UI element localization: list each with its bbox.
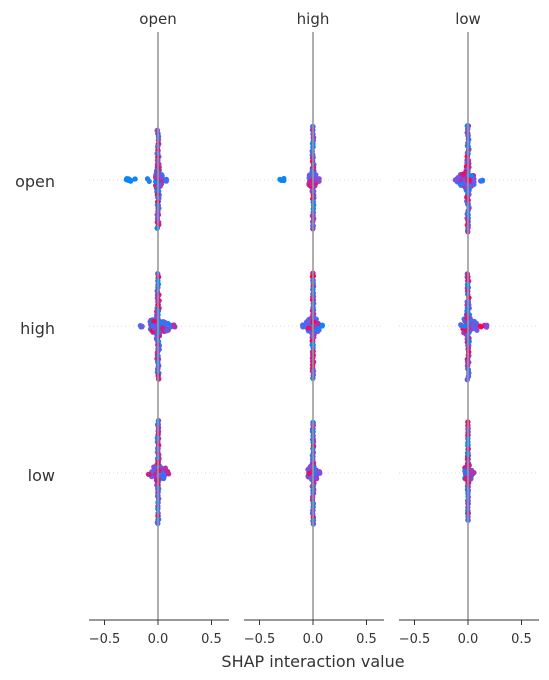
x-tick-label: 0.5 [201, 632, 222, 647]
point [306, 325, 312, 331]
point [166, 471, 172, 477]
point [484, 324, 490, 330]
point [151, 464, 157, 470]
column-title-high: high [297, 10, 330, 28]
point [144, 176, 151, 182]
x-tick-label: 0.0 [303, 632, 324, 647]
x-tick-label: 0.0 [458, 632, 479, 647]
point [153, 179, 159, 185]
column-title-open: open [139, 10, 176, 28]
point [300, 324, 306, 330]
point [452, 177, 458, 183]
column-title-low: low [455, 10, 481, 28]
point [305, 317, 311, 324]
point [163, 321, 169, 327]
point [151, 318, 157, 324]
point [470, 323, 476, 329]
x-tick-label: 0.0 [148, 632, 169, 647]
x-axes: −0.5 0.0 0.5 −0.5 0.0 0.5 −0.5 0.0 0.5 [89, 619, 539, 647]
point [309, 181, 315, 187]
point [159, 325, 166, 331]
row-label-high: high [20, 319, 55, 338]
row-label-low: low [28, 466, 55, 485]
point [471, 179, 477, 185]
point [163, 176, 169, 182]
point [306, 470, 312, 476]
point [154, 477, 160, 484]
point [312, 173, 319, 179]
zero-lines [157, 32, 469, 620]
point [316, 469, 323, 475]
point [459, 181, 465, 187]
point [132, 176, 138, 182]
point [164, 328, 170, 334]
point [139, 323, 145, 329]
point [316, 176, 322, 182]
labels: open high low open high low SHAP interac… [15, 10, 481, 671]
point [461, 171, 467, 177]
point [128, 178, 134, 184]
points [123, 123, 490, 527]
x-tick-label: −0.5 [399, 632, 431, 647]
point [471, 318, 477, 325]
point [474, 327, 480, 333]
x-tick-label: −0.5 [89, 632, 121, 647]
point [281, 177, 287, 184]
point [471, 470, 477, 476]
point [172, 324, 178, 330]
row-gridlines [89, 179, 539, 474]
row-label-open: open [15, 172, 55, 191]
x-tick-label: 0.5 [356, 632, 377, 647]
point [315, 325, 321, 332]
point [312, 468, 319, 474]
point [462, 468, 468, 474]
x-axis-label: SHAP interaction value [221, 652, 404, 671]
point [315, 320, 321, 326]
x-tick-label: 0.5 [511, 632, 532, 647]
x-tick-label: −0.5 [244, 632, 276, 647]
point [307, 464, 313, 470]
point [156, 376, 162, 382]
point [151, 325, 157, 331]
point [458, 322, 464, 328]
point [479, 177, 486, 183]
point [146, 471, 152, 478]
point [319, 323, 325, 329]
